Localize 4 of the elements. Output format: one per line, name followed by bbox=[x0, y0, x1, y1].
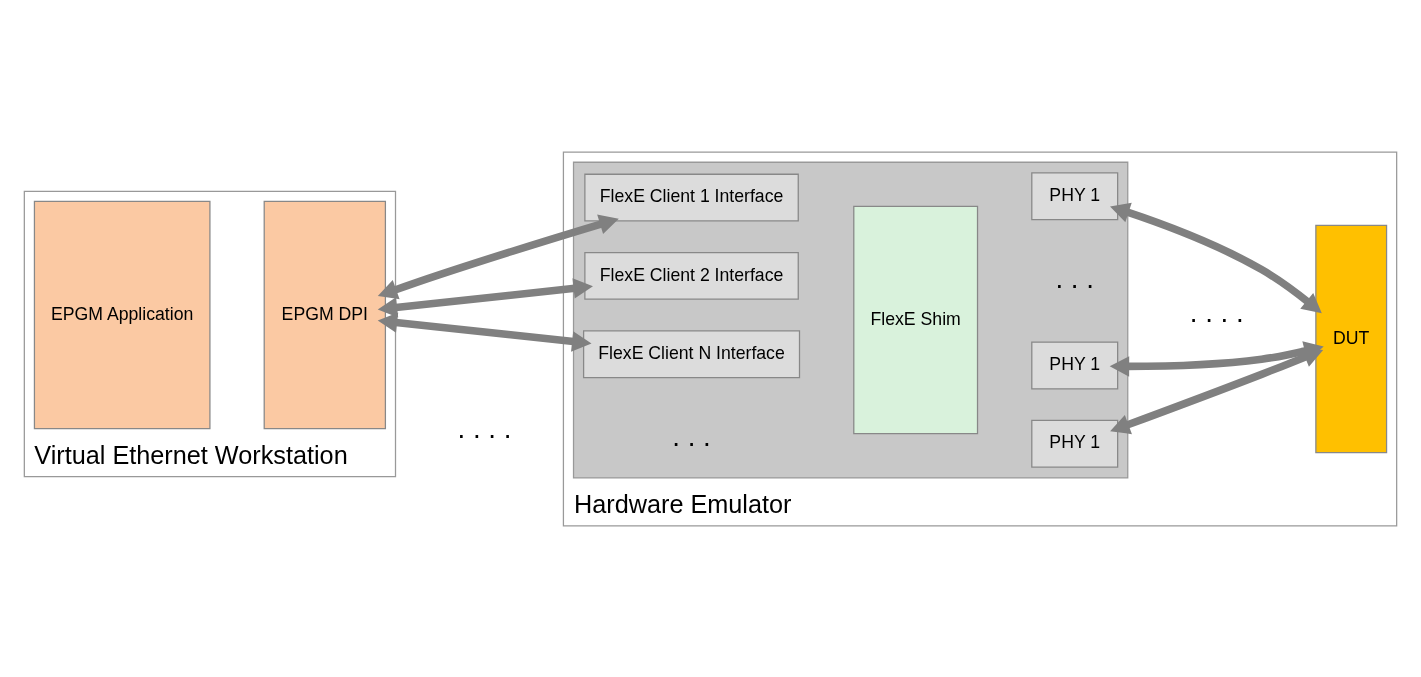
label: . . . bbox=[1055, 262, 1095, 294]
label: . . . . bbox=[1189, 296, 1244, 328]
label: . . . bbox=[672, 420, 711, 452]
label: . . . . bbox=[457, 412, 512, 444]
